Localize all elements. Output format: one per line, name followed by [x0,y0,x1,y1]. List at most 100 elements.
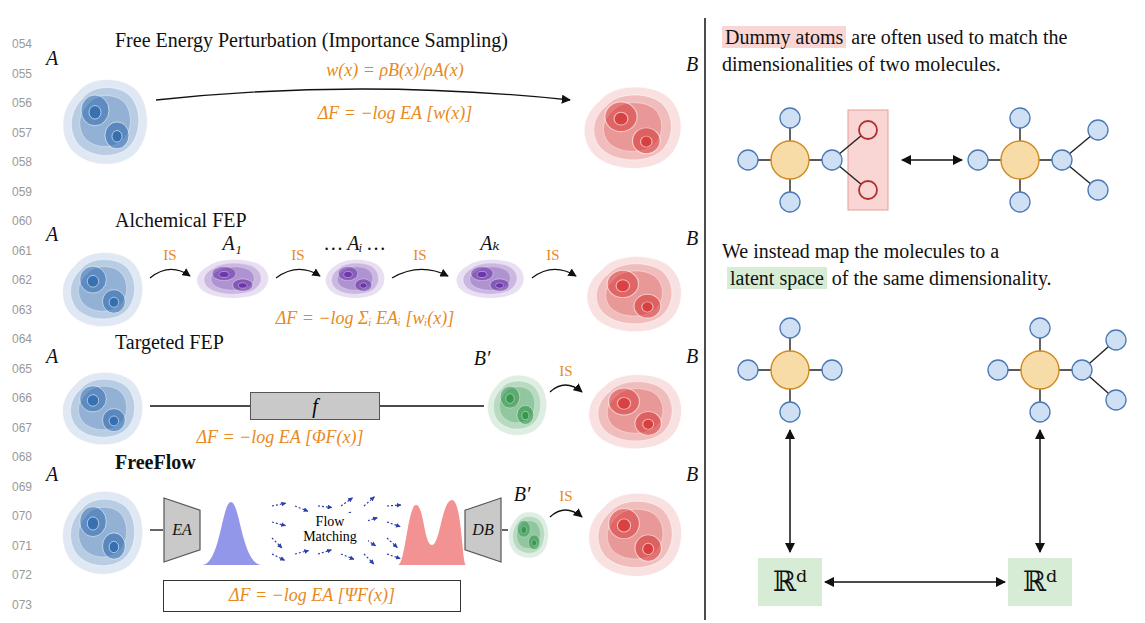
blob-b-prime [509,512,549,558]
line-number: 056 [12,97,32,111]
molecule-bonds [748,118,1098,202]
paragraph: Dummy atomsare often used to match the d… [722,24,1137,78]
figure-label: IS [559,488,572,505]
blob-a [63,253,143,327]
paragraph-text: Dummy atoms [722,26,846,48]
flow-vector [318,550,331,554]
figure-label: B′ [514,483,531,506]
latent-space-box: ℝᵈ [758,558,822,606]
line-number: 057 [12,127,32,141]
figure-label: B′ [474,347,491,370]
flow-vector [387,538,397,548]
paragraph-text: We instead map the molecules to a [722,238,1137,265]
node-text: ΔF = −log EA [ΨF(x)] [229,586,395,606]
latent-gaussian [202,502,262,565]
figure-label: … Aᵢ … [325,232,386,255]
molecule-bonds [748,328,1116,412]
center-atoms [771,141,1039,179]
flow-vector [387,554,400,559]
node-text: f [312,395,318,417]
figure-label: B [686,53,698,76]
blob-b [589,375,682,449]
line-number: 073 [12,599,32,613]
flow-vector [387,505,401,506]
blob-a [63,79,147,164]
figure-label: Aₖ [480,232,500,255]
latent-bimodal [398,500,466,565]
figure-label: FreeFlow [115,451,196,474]
flow-vector [318,506,332,508]
line-number: 068 [12,451,32,465]
line-number: 066 [12,392,32,406]
center-atoms [771,351,1059,389]
flow-vector [341,554,354,559]
blob-a [63,491,143,574]
figure-label: Alchemical FEP [115,209,247,232]
figure-label: A [46,223,58,246]
line-number: 069 [12,481,32,495]
flow-vector [272,538,282,548]
figure-label: Targeted FEP [115,331,224,354]
blob-ai [326,259,385,298]
paragraph: We instead map the molecules to alatent … [722,238,1137,292]
flow-vector [295,506,308,511]
trapezoid-shape [465,498,501,562]
blob-ak [456,259,523,298]
figure-label: IS [559,363,572,380]
line-number: 065 [12,363,32,377]
node-text: EA [172,521,192,539]
figure-label: ΔF = −log EA [w(x)] [318,103,473,124]
node-text: ℝᵈ [773,567,807,598]
flow-vector [341,498,353,506]
is-arrow [156,89,570,100]
line-number: 061 [12,245,32,259]
double-arrow [902,159,962,161]
paragraph-text: of the same dimensionality. [832,267,1052,289]
flow-vector [272,554,285,560]
figure-label: A₁ [222,232,241,255]
paragraph-text: latent space [727,267,827,289]
node-text: DB [472,521,493,539]
node-text: Flow Matching [292,513,368,546]
line-number: 067 [12,422,32,436]
line-number: 055 [12,68,32,82]
line-number: 062 [12,274,32,288]
line-number: 059 [12,186,32,200]
line-number: 072 [12,569,32,583]
encoder-trapezoid: EA [163,497,201,563]
flow-vector [364,497,374,506]
decoder-trapezoid: DB [464,497,502,563]
blob-a [63,372,143,444]
dummy-atoms [859,121,877,199]
figure-label: A [46,463,58,486]
figure-label: ΔF = −log EA [ΦF(x)] [196,427,363,448]
blob-b-prime [488,375,547,435]
flow-vector [364,554,374,564]
blob-a1 [197,259,269,298]
flow-region: Flow Matching [264,498,396,560]
figure-label: B [686,345,698,368]
figure-label: IS [546,247,559,264]
node-text: ℝᵈ [1023,567,1057,598]
flow-vector [272,522,286,526]
blob-b [584,87,681,168]
dummy-highlight [848,110,888,210]
flow-vector [295,551,309,555]
blob-b [587,257,681,332]
line-number: 070 [12,510,32,524]
flow-vector [387,522,400,527]
line-number: 063 [12,304,32,318]
figure-label: IS [163,247,176,264]
transform-box: f [250,392,380,420]
line-number: 064 [12,333,32,347]
estimator-box: ΔF = −log EA [ΨF(x)] [163,580,461,612]
figure-label: B [686,463,698,486]
figure-label: B [686,227,698,250]
encode-arrows [790,430,1040,552]
atoms [738,108,1108,212]
vector-field [272,497,401,564]
line-number: 054 [12,38,32,52]
figure-label: A [46,47,58,70]
is-arcs [150,269,576,278]
